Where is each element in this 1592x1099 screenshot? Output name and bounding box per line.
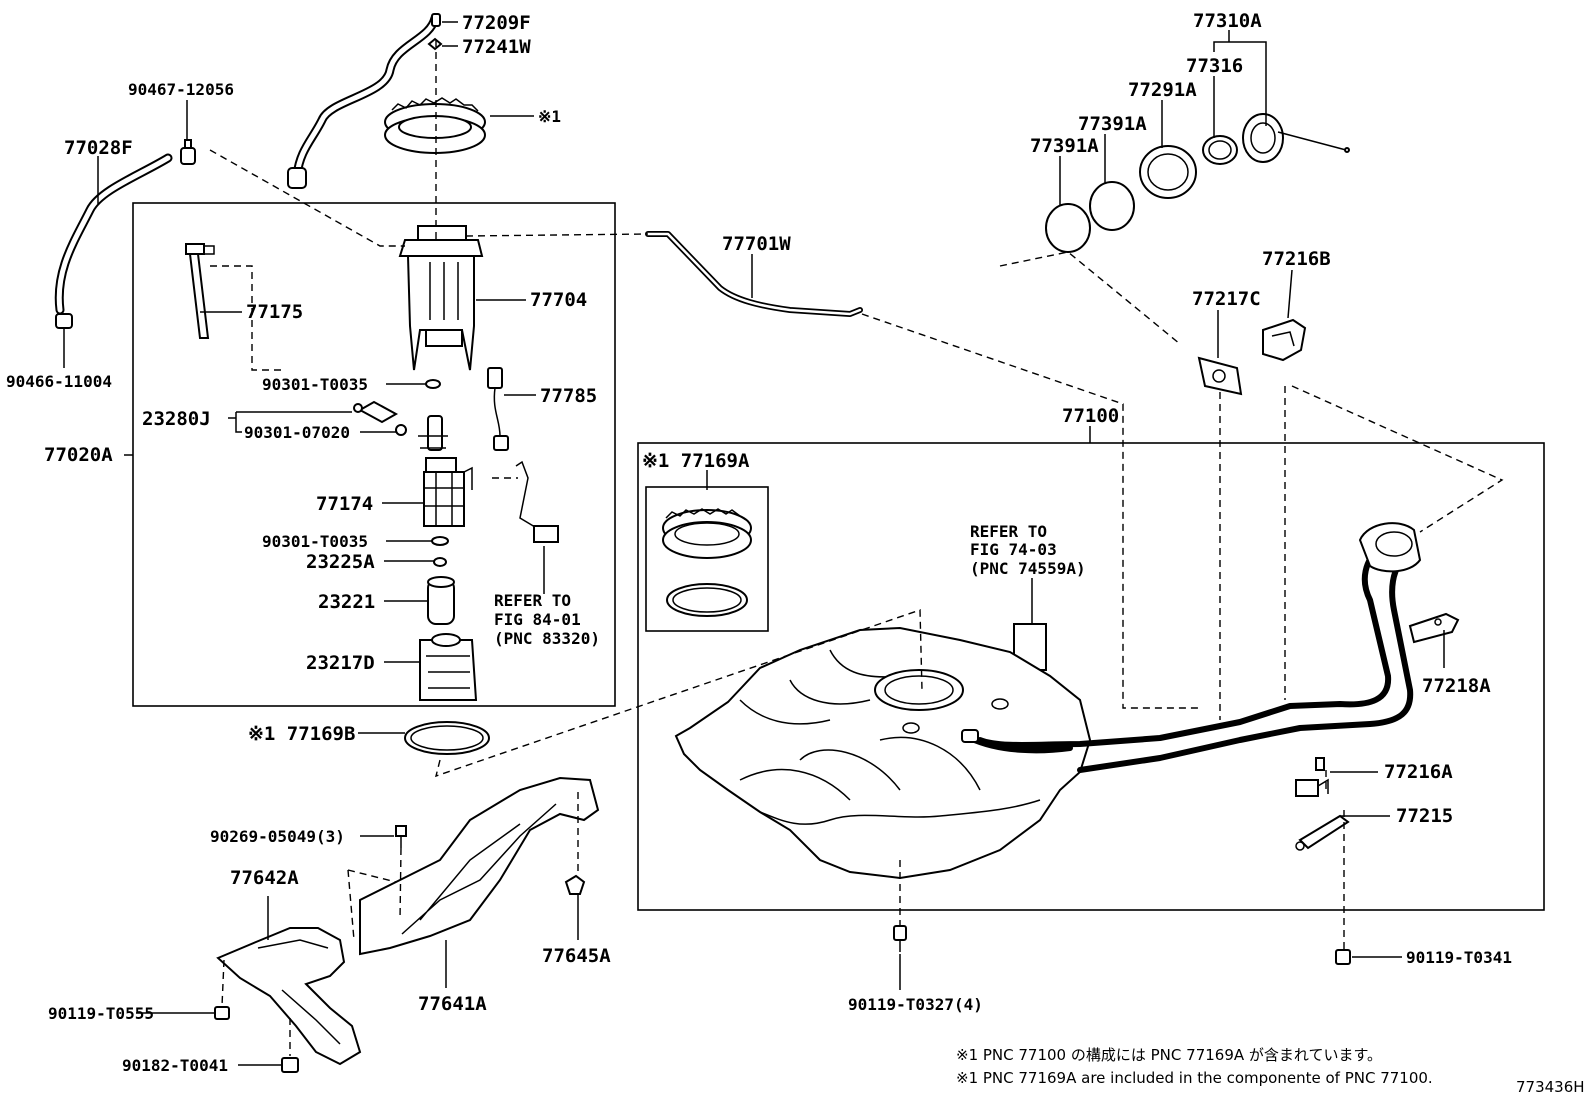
gasket-77316[interactable]: [1202, 135, 1238, 165]
lock-ring-77169A[interactable]: [662, 508, 752, 559]
part-labels: 77209F 77241W 90467-12056 77028F 90466-1…: [6, 10, 1512, 1075]
nut-90182-T0041[interactable]: [281, 1057, 299, 1073]
o-ring-90301-07020[interactable]: [395, 424, 407, 436]
vent-clip[interactable]: [961, 729, 979, 743]
label-23221: 23221: [318, 591, 375, 613]
label-77175: 77175: [246, 301, 303, 323]
footnotes: ※1 PNC 77100 の構成には PNC 77169A が含まれています。 …: [956, 1046, 1585, 1096]
fuel-cap-77310A[interactable]: [1242, 113, 1350, 163]
label-77209F: 77209F: [462, 12, 531, 34]
seal-77391A-b[interactable]: [1089, 181, 1135, 231]
label-77174: 77174: [316, 493, 373, 515]
label-90466-11004: 90466-11004: [6, 372, 112, 391]
clamp-77216A[interactable]: [1295, 757, 1329, 797]
label-77641A: 77641A: [418, 993, 487, 1015]
label-77310A: 77310A: [1193, 10, 1262, 32]
label-77217C: 77217C: [1192, 288, 1261, 310]
label-90182-T0041: 90182-T0041: [122, 1056, 228, 1075]
label-refer74-l3: (PNC 74559A): [970, 559, 1086, 578]
clamp-90467-12056[interactable]: [180, 139, 196, 165]
label-star1-top: ※1: [538, 107, 561, 126]
cushion-23225A[interactable]: [433, 557, 447, 567]
label-refer74-l2: FIG 74-03: [970, 540, 1057, 559]
label-refer74-l1: REFER TO: [970, 522, 1047, 541]
label-77704: 77704: [530, 289, 587, 311]
label-77020A: 77020A: [44, 444, 113, 466]
fuel-tank-77100[interactable]: [674, 626, 1092, 880]
pump-assembly-77174[interactable]: [418, 415, 473, 527]
label-77391A-b: 77391A: [1078, 113, 1147, 135]
lock-ring-top[interactable]: [384, 97, 486, 154]
hose-77701W[interactable]: [645, 231, 863, 317]
label-77215: 77215: [1396, 805, 1453, 827]
label-77645A: 77645A: [542, 945, 611, 967]
clamp-90466-11004[interactable]: [55, 313, 73, 329]
bolt-90269-05049[interactable]: [395, 825, 407, 848]
protector-77641A[interactable]: [359, 776, 600, 956]
bolt-90119-T0341[interactable]: [1335, 949, 1351, 965]
protector-77642A[interactable]: [216, 927, 362, 1066]
o-ring-90301-T0035-a[interactable]: [425, 379, 441, 389]
sender-gauge-77175[interactable]: [185, 243, 215, 339]
o-ring-90301-T0035-b[interactable]: [431, 536, 449, 546]
plate-77217C[interactable]: [1197, 356, 1243, 396]
label-23280J: 23280J: [142, 408, 211, 430]
filler-pipe[interactable]: [977, 522, 1422, 773]
tank-assembly-group-box: [637, 442, 1545, 911]
label-90467-12056: 90467-12056: [128, 80, 234, 99]
label-77100: 77100: [1062, 405, 1119, 427]
footnote-japanese: ※1 PNC 77100 の構成には PNC 77169A が含まれています。: [956, 1046, 1382, 1064]
label-77642A: 77642A: [230, 867, 299, 889]
assembly-dash-lines: [209, 40, 1504, 1056]
figure-id: 773436H: [1516, 1078, 1585, 1096]
label-refer84-l1: REFER TO: [494, 591, 571, 610]
label-23225A: 23225A: [306, 551, 375, 573]
label-90119-T0327: 90119-T0327(4): [848, 995, 983, 1014]
label-23217D: 23217D: [306, 652, 375, 674]
label-90301-07020: 90301-07020: [244, 423, 350, 442]
label-90119-T0555: 90119-T0555: [48, 1004, 154, 1023]
label-77241W: 77241W: [462, 36, 531, 58]
clamp-77241W[interactable]: [427, 13, 443, 51]
gasket-77169B[interactable]: [404, 721, 490, 755]
protector-77291A[interactable]: [1139, 145, 1197, 199]
float-arm-fig-84-01[interactable]: [515, 460, 559, 543]
label-90119-T0341: 90119-T0341: [1406, 948, 1512, 967]
label-77169A: ※1 77169A: [642, 450, 750, 472]
wire-harness-77785[interactable]: [487, 367, 509, 451]
bolt-90119-T0327[interactable]: [893, 925, 907, 952]
hose-77209F[interactable]: [287, 13, 440, 189]
hose-77028F[interactable]: [54, 153, 173, 315]
label-77701W: 77701W: [722, 233, 791, 255]
footnote-english: ※1 PNC 77169A are included in the compon…: [956, 1069, 1433, 1087]
pressure-regulator-23280J[interactable]: [353, 400, 399, 424]
bracket-77215[interactable]: [1295, 814, 1350, 851]
label-90269-05049: 90269-05049(3): [210, 827, 345, 846]
nut-90119-T0555[interactable]: [214, 1006, 230, 1020]
seal-77391A-a[interactable]: [1045, 203, 1091, 253]
leader-lines: [63, 21, 1445, 1066]
label-77391A-a: 77391A: [1030, 135, 1099, 157]
clip-77645A[interactable]: [564, 874, 586, 895]
label-90301-T0035-a: 90301-T0035: [262, 375, 368, 394]
label-90301-T0035-b: 90301-T0035: [262, 532, 368, 551]
label-77216A: 77216A: [1384, 761, 1453, 783]
protector-77218A[interactable]: [1408, 612, 1460, 644]
label-77291A: 77291A: [1128, 79, 1197, 101]
label-77316: 77316: [1186, 55, 1243, 77]
fuel-pump-module-77704[interactable]: [398, 225, 484, 371]
vent-tube[interactable]: [967, 735, 1073, 754]
label-refer84-l2: FIG 84-01: [494, 610, 581, 629]
label-77169B: ※1 77169B: [248, 723, 355, 745]
bracket-77216B[interactable]: [1262, 318, 1307, 362]
fuel-pump-23221[interactable]: [427, 576, 455, 625]
fuel-filter-23217D[interactable]: [419, 633, 478, 701]
gasket-77169A[interactable]: [666, 583, 748, 617]
label-refer84-l3: (PNC 83320): [494, 629, 600, 648]
label-77216B: 77216B: [1262, 248, 1331, 270]
label-77028F: 77028F: [64, 137, 133, 159]
label-77218A: 77218A: [1422, 675, 1491, 697]
label-77785: 77785: [540, 385, 597, 407]
